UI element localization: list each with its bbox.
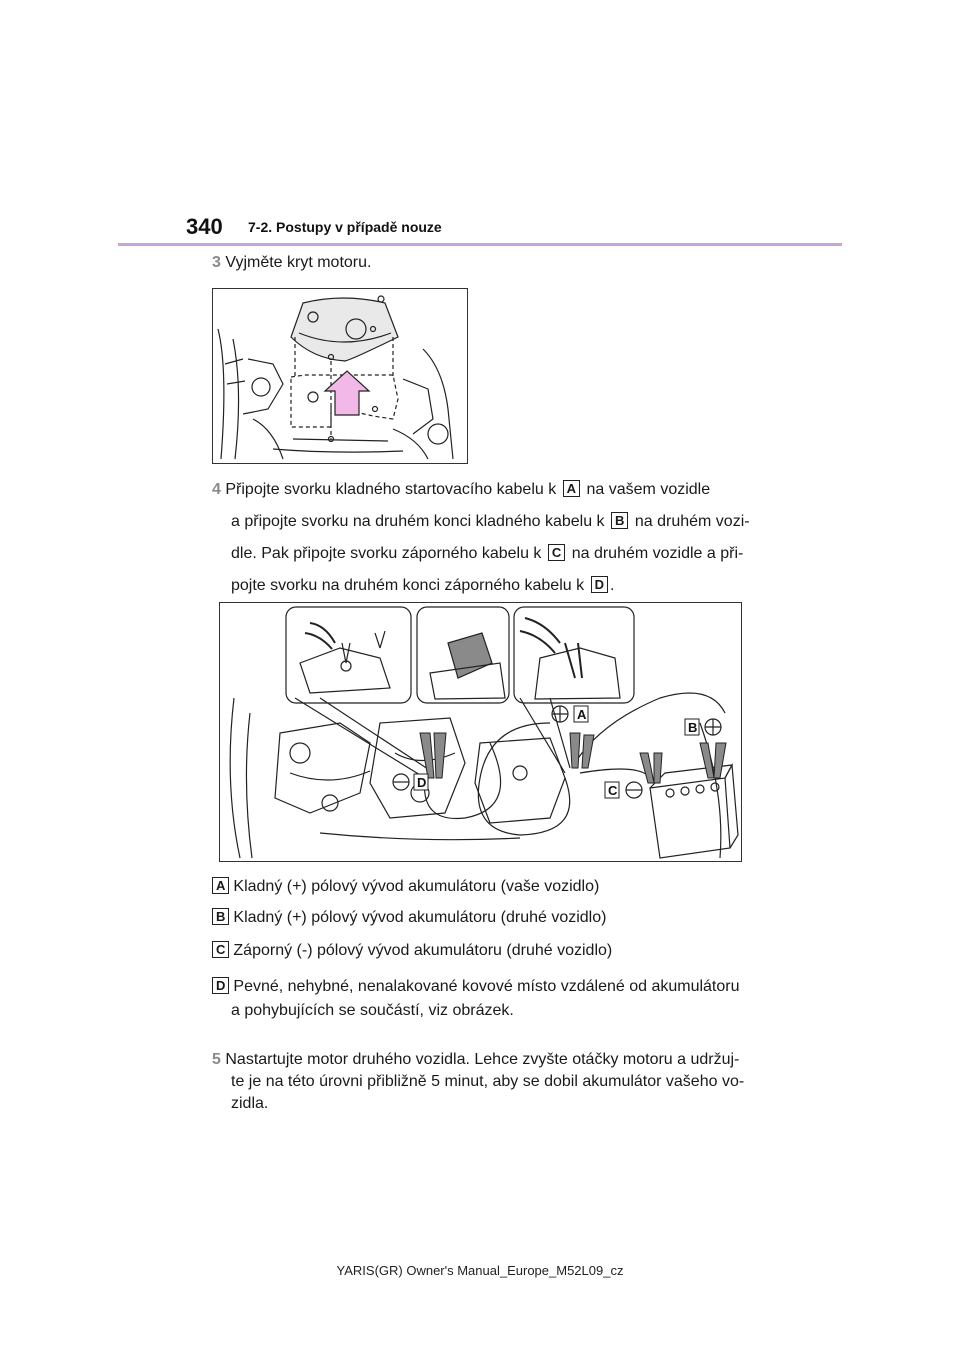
figure-label-b: B xyxy=(688,720,697,735)
legend-c-text: Záporný (-) pólový vývod akumulátoru (dr… xyxy=(233,942,613,959)
label-d-badge: D xyxy=(590,576,608,593)
step-4-line-3-end: na druhém vozidle a při- xyxy=(571,545,744,562)
jumper-cable-illustration: A B C D xyxy=(219,602,742,862)
legend-a-text: Kladný (+) pólový vývod akumulátoru (vaš… xyxy=(233,878,600,895)
step-3-text: Vyjměte kryt motoru. xyxy=(225,254,372,271)
figure-label-d: D xyxy=(417,775,426,790)
engine-cover-drawing xyxy=(217,295,454,460)
step-5-number: 5 xyxy=(212,1051,221,1068)
label-c-badge: C xyxy=(547,544,566,561)
step-3-number: 3 xyxy=(212,254,221,271)
step-4-line-2-end: na druhém vozi- xyxy=(634,513,750,530)
label-b-badge: B xyxy=(611,512,629,529)
legend-d-badge: D xyxy=(212,977,230,994)
step-4-line-4-end: . xyxy=(609,577,615,594)
step-4-line-1-end: na vašem vozidle xyxy=(586,481,711,498)
header-rule xyxy=(118,243,842,246)
lift-arrow-icon xyxy=(323,370,371,416)
legend-b-badge: B xyxy=(212,908,230,925)
step-4-number: 4 xyxy=(212,481,221,498)
label-a-badge: A xyxy=(562,480,581,497)
legend-c-badge: C xyxy=(212,941,230,958)
clamp-a-icon xyxy=(569,732,581,769)
step-5: 5 Nastartujte motor druhého vozidla. Leh… xyxy=(212,1049,772,1115)
page-number: 340 xyxy=(186,214,223,239)
step-4-line-2: a připojte svorku na druhém konci kladné… xyxy=(231,513,605,530)
legend-a-badge: A xyxy=(212,877,230,894)
step-5-line-2: te je na této úrovni přibližně 5 minut, … xyxy=(231,1073,745,1090)
figure-label-c: C xyxy=(608,783,618,798)
jumper-cable-drawing: A B C D xyxy=(229,606,739,859)
legend-b-text: Kladný (+) pólový vývod akumulátoru (dru… xyxy=(233,909,607,926)
step-4-line-1: Připojte svorku kladného startovacího ka… xyxy=(225,481,557,498)
footer-manual-id: YARIS(GR) Owner's Manual_Europe_M52L09_c… xyxy=(336,1263,624,1278)
figure-label-a: A xyxy=(577,707,587,722)
clamp-c-icon xyxy=(639,752,655,784)
engine-cover-illustration xyxy=(212,288,468,464)
legend-d-text-1: Pevné, nehybné, nenalakované kovové míst… xyxy=(233,978,740,995)
step-4: 4 Připojte svorku kladného startovacího … xyxy=(212,474,772,602)
step-4-line-3: dle. Pak připojte svorku záporného kabel… xyxy=(231,545,542,562)
step-5-line-1: Nastartujte motor druhého vozidla. Lehce… xyxy=(225,1051,740,1068)
legend-d-text-2: a pohybujících se součástí, viz obrázek. xyxy=(231,1002,514,1019)
section-title: 7-2. Postupy v případě nouze xyxy=(248,219,442,235)
step-5-line-3: zidla. xyxy=(231,1095,269,1112)
clamp-d-icon xyxy=(419,732,435,779)
step-4-line-4: pojte svorku na druhém konci záporného k… xyxy=(231,577,585,594)
step-3: 3 Vyjměte kryt motoru. xyxy=(212,254,371,272)
